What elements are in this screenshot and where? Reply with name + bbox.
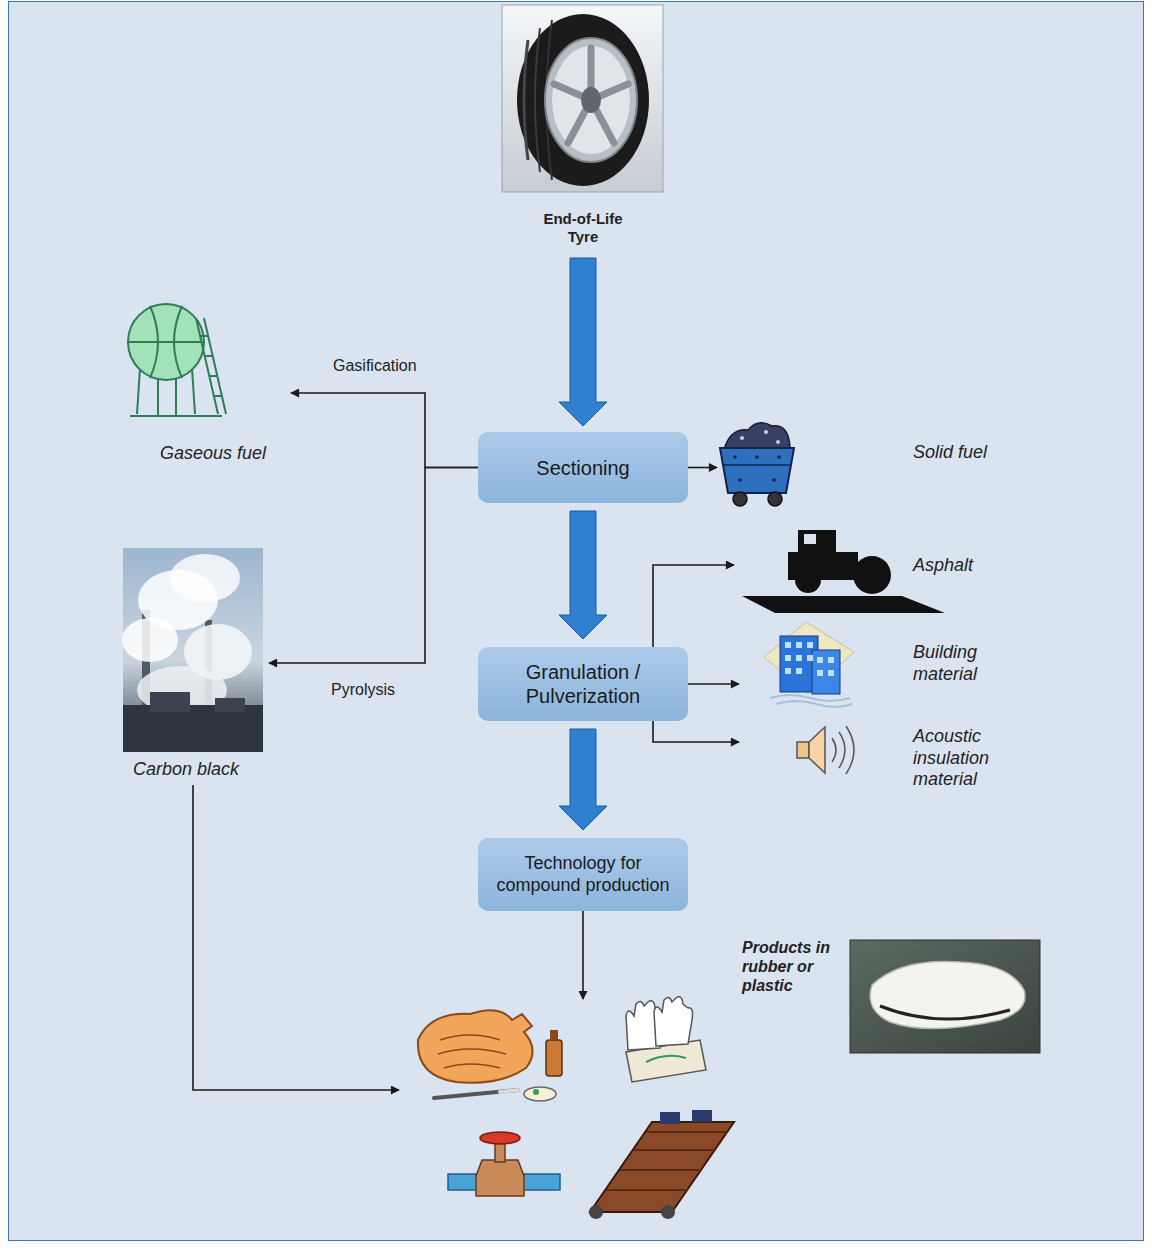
products-node: Products in rubber or plastic [400, 1000, 745, 1235]
block-arrow [559, 258, 607, 426]
caption-text: Gaseous fuel [160, 443, 285, 465]
gaseous-fuel-node: Gaseous fuel [120, 295, 290, 470]
caption-text: Building material [913, 642, 1008, 685]
flow-arrow [193, 785, 399, 1090]
process-label: Sectioning [536, 456, 629, 480]
flow-arrow [653, 721, 739, 742]
factory-smoke-photo [122, 548, 263, 752]
acoustic-material-node: Acoustic insulation material [740, 712, 1005, 800]
tyre-node: End-of-Life Tyre [500, 4, 666, 252]
edge-label: Gasification [330, 356, 420, 375]
process-box: Technology for compound production [478, 838, 688, 911]
building-icon [764, 622, 854, 707]
block-arrow [559, 729, 607, 830]
carbon-black-node: Carbon black [118, 545, 268, 785]
flow-arrow [582, 911, 584, 999]
tyre-photo [502, 5, 663, 192]
process-label: Technology for compound production [488, 853, 678, 896]
flow-arrow [688, 467, 717, 469]
asphalt-node: Asphalt [735, 522, 1005, 614]
process-box: Sectioning [478, 432, 688, 503]
caption-text: Acoustic insulation material [913, 726, 1008, 791]
caption-text: Asphalt [913, 555, 1023, 577]
coal-cart-icon [720, 423, 794, 506]
building-material-node: Building material [740, 618, 1005, 710]
caption-text: Solid fuel [913, 442, 1023, 464]
process-box: Granulation / Pulverization [478, 647, 688, 721]
edge-label: Pyrolysis [328, 680, 398, 699]
gas-tank-icon [128, 304, 226, 416]
flow-arrow [653, 565, 734, 647]
flow-arrow [688, 683, 739, 685]
caption-text: Products in rubber or plastic [742, 938, 830, 996]
process-label: Granulation / Pulverization [488, 660, 678, 708]
solid-fuel-node: Solid fuel [718, 420, 1008, 510]
flow-arrow [291, 393, 478, 468]
shoe-sole-photo [850, 940, 1040, 1053]
rubber-products-icons [418, 997, 734, 1219]
caption-text: Carbon black [133, 759, 263, 781]
block-arrow [559, 511, 607, 639]
speaker-icon [797, 726, 854, 774]
caption-text: End-of-Life Tyre [533, 210, 633, 246]
flow-arrow [269, 468, 478, 664]
